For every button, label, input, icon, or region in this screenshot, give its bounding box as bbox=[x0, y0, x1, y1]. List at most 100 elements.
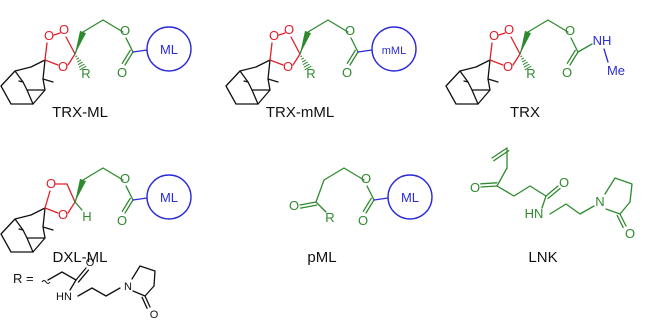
double-bond bbox=[365, 199, 375, 214]
bond bbox=[44, 59, 59, 66]
bond bbox=[74, 167, 124, 203]
bond bbox=[292, 53, 301, 66]
oxygen-atom: O bbox=[489, 28, 499, 43]
amide-nh: HN bbox=[525, 206, 544, 221]
double-bond bbox=[349, 51, 359, 66]
double-bond bbox=[124, 51, 134, 66]
bond bbox=[44, 42, 48, 61]
compound-caption: DXL-ML bbox=[52, 249, 107, 266]
lactam-oxygen: O bbox=[625, 226, 635, 241]
bond bbox=[604, 177, 633, 203]
r-definition-label: R = bbox=[13, 271, 34, 286]
hash-bond bbox=[300, 55, 303, 58]
hash-bond bbox=[303, 63, 310, 68]
ester-oxygen: O bbox=[345, 23, 355, 38]
hash-bond bbox=[75, 55, 78, 58]
bond bbox=[463, 80, 469, 83]
oxygen-atom: O bbox=[269, 28, 279, 43]
double-bond bbox=[77, 269, 90, 283]
bond bbox=[498, 32, 506, 36]
bond bbox=[239, 70, 259, 105]
hash-bond bbox=[76, 57, 80, 60]
bond bbox=[42, 226, 54, 231]
hash-bond bbox=[521, 57, 525, 60]
bond bbox=[269, 59, 284, 66]
oxygen-atom: O bbox=[58, 207, 68, 222]
tag-circle bbox=[146, 174, 192, 220]
tag-linker bbox=[132, 197, 148, 201]
amide-nh: HN bbox=[56, 291, 72, 303]
ester-oxygen: O bbox=[120, 171, 130, 186]
ester-oxygen: O bbox=[565, 23, 575, 38]
oxygen-atom: O bbox=[46, 176, 56, 191]
bond bbox=[66, 183, 76, 203]
compound-caption: TRX bbox=[510, 104, 540, 121]
ester-oxygen: O bbox=[361, 171, 371, 186]
bond bbox=[14, 218, 34, 253]
bond bbox=[267, 78, 279, 83]
double-bond bbox=[619, 213, 627, 227]
oxygen-atom: O bbox=[59, 22, 69, 37]
r-group-label: R bbox=[306, 66, 315, 81]
bond bbox=[519, 19, 569, 55]
double-bond bbox=[616, 214, 624, 229]
bond bbox=[366, 185, 375, 201]
r-group-label: R bbox=[526, 66, 535, 81]
bond bbox=[496, 185, 547, 197]
oxygen-atom: O bbox=[284, 22, 294, 37]
ketone-oxygen: O bbox=[470, 180, 480, 195]
double-bond bbox=[480, 185, 498, 188]
tag-linker bbox=[132, 49, 148, 53]
hash-bond bbox=[524, 65, 532, 71]
double-bond bbox=[299, 204, 318, 209]
hydrogen-label: H bbox=[82, 209, 91, 224]
double-bond bbox=[75, 267, 87, 281]
bond bbox=[315, 201, 327, 213]
r-group-label: R bbox=[325, 210, 334, 225]
hash-bond bbox=[520, 55, 523, 58]
compound-caption: TRX-mML bbox=[266, 104, 334, 121]
hash-bond bbox=[302, 61, 308, 65]
hash-bond bbox=[302, 59, 306, 63]
ester-oxygen: O bbox=[120, 23, 130, 38]
bond bbox=[74, 201, 83, 211]
double-bond bbox=[566, 49, 576, 64]
bond bbox=[125, 185, 134, 201]
bond bbox=[42, 78, 54, 83]
bond bbox=[47, 271, 77, 281]
carbonyl-oxygen: O bbox=[342, 65, 352, 80]
hash-bond bbox=[79, 65, 87, 71]
bond bbox=[541, 195, 547, 209]
carbonyl-oxygen: O bbox=[117, 213, 127, 228]
double-bond bbox=[569, 51, 579, 66]
compound-caption: LNK bbox=[528, 249, 557, 266]
carbonyl-oxygen: O bbox=[117, 65, 127, 80]
amide-oxygen: O bbox=[559, 175, 569, 190]
tag-label: mML bbox=[382, 45, 406, 57]
bond bbox=[489, 42, 493, 61]
bond bbox=[269, 42, 273, 61]
attachment-squiggle bbox=[41, 280, 51, 284]
bond bbox=[605, 201, 631, 215]
bond bbox=[577, 43, 593, 53]
double-bond bbox=[141, 296, 148, 309]
bond bbox=[489, 59, 504, 66]
bond bbox=[496, 167, 508, 187]
bond bbox=[243, 80, 249, 83]
oxygen-atom: O bbox=[44, 28, 54, 43]
double-bond bbox=[493, 150, 510, 162]
double-bond bbox=[124, 199, 134, 214]
double-bond bbox=[547, 187, 561, 200]
lactam-nitrogen: N bbox=[595, 194, 604, 209]
bond bbox=[18, 80, 24, 83]
hash-bond bbox=[523, 63, 530, 68]
oxygen-atom: O bbox=[283, 59, 293, 74]
bond bbox=[67, 201, 76, 214]
ketone-oxygen: O bbox=[289, 198, 299, 213]
bond bbox=[132, 285, 155, 297]
